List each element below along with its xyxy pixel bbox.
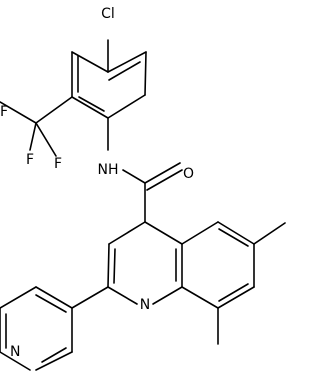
fluorine-label-2: F [26,152,34,168]
chlorine-label: Cl [101,6,115,22]
structure-canvas: Cl F F F NH O [0,4,286,371]
amide-group: NH O [98,117,194,223]
pyridine-nitrogen-label: N [10,344,20,360]
fluorine-label-1: F [0,104,8,120]
trifluoromethyl-group: F F F [0,96,73,172]
methyl-groups [217,222,286,345]
molecule-drawing: Cl F F F NH O [0,4,286,371]
chloro-substituent: Cl [96,4,118,73]
nh-label: NH [98,162,119,178]
chlorophenyl-ring [71,51,147,119]
quinoline-nitrogen-label: N [140,297,150,313]
pyridine-ring: N [0,286,109,371]
fluorine-label-3: F [54,156,62,172]
quinoline-core: N [107,221,255,313]
oxygen-label: O [183,166,194,182]
